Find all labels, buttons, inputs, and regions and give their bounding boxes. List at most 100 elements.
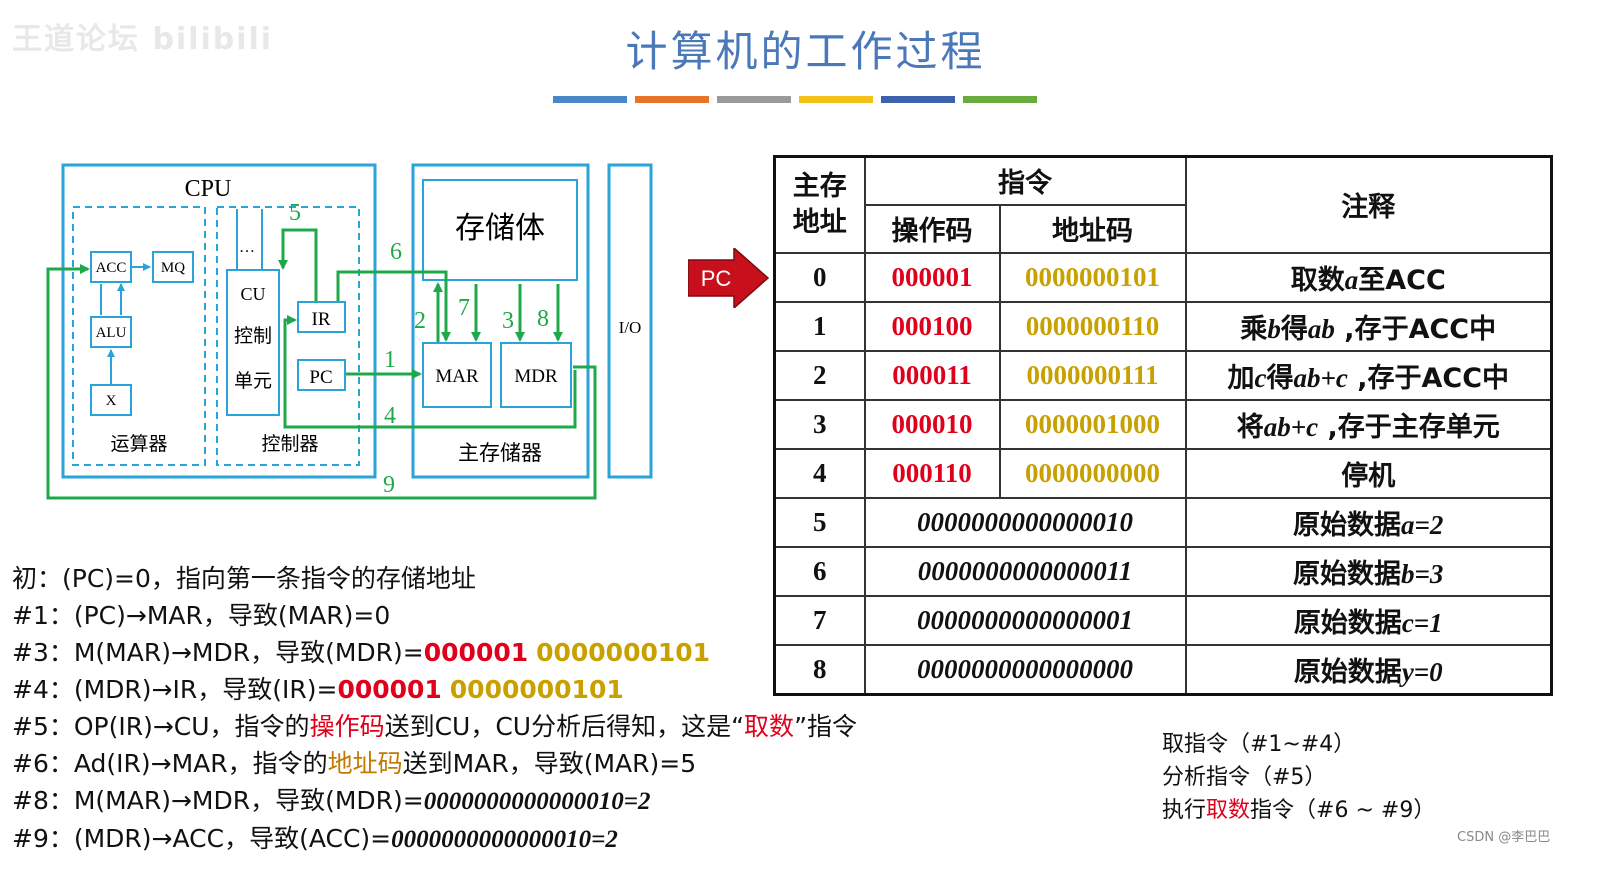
header-address: 主存地址 (773, 155, 866, 254)
svg-text:I/O: I/O (619, 318, 642, 337)
step-number: 8 (537, 306, 549, 332)
cell-comment: 停机 (1184, 447, 1553, 499)
cell-comment: 乘b得ab ,存于ACC中 (1184, 300, 1553, 352)
step-line-8: #8：M(MAR)→MDR，导致(MDR)=0000000000000010=2 (12, 786, 651, 815)
cell-opcode: 000011 (863, 349, 1001, 401)
cell-comment: 原始数据c=1 (1184, 594, 1553, 646)
step-line-initial: 初：(PC)=0，指向第一条指令的存储地址 (12, 564, 476, 593)
step-number: 9 (383, 472, 395, 498)
computer-structure-diagram: CPU ACC MQ ALU X 运算器 … CU 控制 单元 IR PC 控制… (46, 163, 653, 500)
header-comment: 注释 (1184, 155, 1553, 254)
step-line-5: #5：OP(IR)→CU，指令的操作码送到CU，CU分析后得知，这是“取数”指令 (12, 712, 858, 741)
credit: CSDN @李巴巴 (1457, 830, 1551, 845)
step-number: 3 (502, 308, 514, 334)
cell-opcode: 000010 (863, 398, 1001, 450)
svg-text:存储体: 存储体 (455, 211, 545, 246)
step-number: 2 (414, 308, 426, 334)
alu-group-box (72, 206, 206, 466)
cell-comment: 将ab+c ,存于主存单元 (1184, 398, 1553, 450)
svg-text:X: X (106, 393, 117, 409)
color-bar-segment (881, 96, 955, 103)
cell-comment: 原始数据y=0 (1184, 643, 1553, 695)
cell-address: 6 (773, 545, 866, 597)
svg-text:MDR: MDR (514, 366, 558, 387)
phase-fetch: 取指令（#1~#4） (1162, 732, 1356, 757)
cell-opcode: 000001 (863, 251, 1001, 303)
svg-text:单元: 单元 (234, 370, 272, 392)
header-addrcode: 地址码 (998, 203, 1187, 254)
svg-text:ACC: ACC (96, 260, 127, 276)
svg-text:CU: CU (240, 284, 265, 304)
header-instruction: 指令 (863, 155, 1187, 206)
page-title: 计算机的工作过程 (625, 27, 986, 76)
step-line-9: #9：(MDR)→ACC，导致(ACC)=0000000000000010=2 (12, 824, 618, 853)
cell-data-value: 0000000000000001 (863, 594, 1187, 646)
phase-decode: 分析指令（#5） (1162, 765, 1327, 790)
pc-register (297, 359, 346, 391)
cell-data-value: 0000000000000011 (863, 545, 1187, 597)
ir-register (297, 301, 346, 333)
step-line-6: #6：Ad(IR)→MAR，指令的地址码送到MAR，导致(MAR)=5 (12, 749, 697, 778)
mq-register (152, 251, 194, 283)
color-bar-segment (553, 96, 627, 103)
svg-text:PC: PC (309, 367, 332, 388)
cell-address: 8 (773, 643, 866, 695)
step-number: 6 (390, 239, 402, 265)
phase-summary: 取指令（#1~#4） 分析指令（#5） 执行取数指令（#6 ~ #9） (1162, 728, 1435, 827)
cell-addrcode: 0000000000 (998, 447, 1187, 499)
cell-address: 0 (773, 251, 866, 303)
step-line-1: #1：(PC)→MAR，导致(MAR)=0 (12, 601, 391, 630)
controller-group-box (216, 206, 360, 466)
svg-text:ALU: ALU (96, 325, 127, 341)
cell-comment: 原始数据b=3 (1184, 545, 1553, 597)
cell-addrcode: 0000000110 (998, 300, 1187, 352)
cell-comment: 取数a至ACC (1184, 251, 1553, 303)
execution-steps: 初：(PC)=0，指向第一条指令的存储地址 #1：(PC)→MAR，导致(MAR… (12, 560, 857, 858)
svg-text:MQ: MQ (161, 260, 185, 276)
cell-addrcode: 0000000101 (998, 251, 1187, 303)
alu-group-label: 运算器 (110, 433, 167, 455)
cell-address: 4 (773, 447, 866, 499)
cpu-label: CPU (185, 176, 232, 202)
cell-addrcode: 0000000111 (998, 349, 1187, 401)
cu-unit (226, 269, 280, 416)
cell-address: 7 (773, 594, 866, 646)
step-number: 1 (384, 347, 396, 373)
cell-data-value: 0000000000000000 (863, 643, 1187, 695)
step-line-3: #3：M(MAR)→MDR，导致(MDR)=000001 0000000101 (12, 638, 711, 667)
cell-opcode: 000110 (863, 447, 1001, 499)
step-number: 7 (458, 295, 470, 321)
color-bar (553, 96, 1037, 103)
cell-address: 3 (773, 398, 866, 450)
svg-text:IR: IR (312, 309, 331, 330)
cpu-box (61, 163, 377, 479)
svg-text:控制: 控制 (234, 325, 272, 347)
color-bar-segment (717, 96, 791, 103)
cell-opcode: 000100 (863, 300, 1001, 352)
svg-text:MAR: MAR (435, 366, 479, 387)
cell-address: 5 (773, 496, 866, 548)
step-number: 4 (384, 403, 396, 429)
step-number: 5 (289, 200, 301, 226)
storage-body (422, 179, 578, 281)
color-bar-segment (635, 96, 709, 103)
main-memory-label: 主存储器 (458, 441, 542, 465)
color-bar-segment (963, 96, 1037, 103)
phase-execute: 执行取数指令（#6 ~ #9） (1162, 798, 1436, 823)
step-line-4: #4：(MDR)→IR，导致(IR)=000001 0000000101 (12, 675, 624, 704)
header-opcode: 操作码 (863, 203, 1001, 254)
pc-pointer-arrow: PC (688, 248, 770, 308)
x-register (90, 384, 132, 416)
cell-data-value: 0000000000000010 (863, 496, 1187, 548)
watermark: 王道论坛 bilibili (12, 22, 274, 57)
